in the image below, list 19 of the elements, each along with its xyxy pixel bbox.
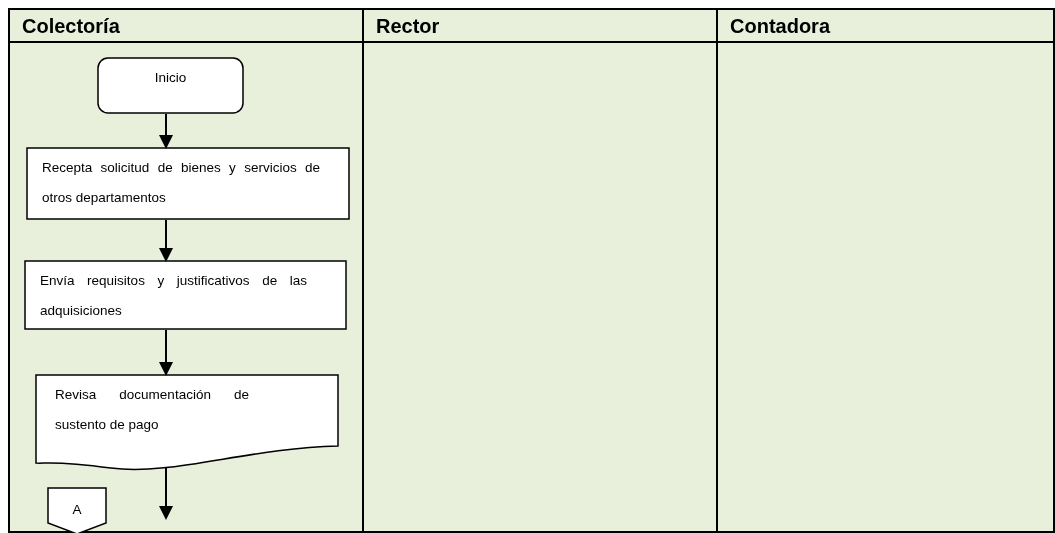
swimlane <box>716 8 1055 533</box>
arrow <box>159 113 173 149</box>
start-terminal <box>97 57 244 114</box>
swimlane <box>362 8 718 533</box>
step-text: Envía requisitos y justificativos de las adquisiciones <box>39 272 308 320</box>
off-page-connector <box>47 487 107 533</box>
lane-heading: Colectoría <box>22 15 120 38</box>
process-box <box>24 260 347 330</box>
arrow <box>159 219 173 262</box>
arrow <box>159 329 173 376</box>
lane-heading: Contadora <box>730 15 830 38</box>
process-box <box>26 147 350 220</box>
step-text: Inicio <box>153 69 188 87</box>
lane-heading: Rector <box>376 15 440 38</box>
swimlane <box>8 8 364 533</box>
step-text: Revisa documentación de sustento de pago <box>54 386 250 434</box>
arrow <box>159 467 173 520</box>
step-text: Recepta solicitud de bienes y servicios de otros departamentos <box>41 159 321 207</box>
step-text: A <box>71 501 83 519</box>
